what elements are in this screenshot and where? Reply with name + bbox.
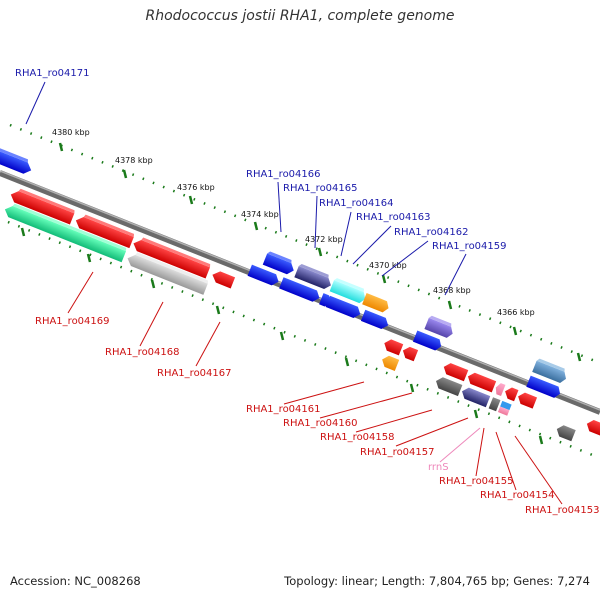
ruler-tick — [381, 274, 387, 284]
callout-line — [139, 301, 164, 347]
ruler-label: 4370 kbp — [369, 261, 407, 270]
ruler-tick — [188, 195, 194, 205]
gene-label-ro04154[interactable]: RHA1_ro04154 — [480, 490, 555, 501]
callout-line — [395, 417, 469, 447]
ruler-label: 4366 kbp — [497, 308, 535, 317]
gene-label-rrnS[interactable]: rrnS — [428, 462, 449, 473]
gene-arrow-ro04159b[interactable] — [412, 330, 443, 352]
gene-arrow-ro04165b[interactable] — [279, 277, 322, 303]
ruler-tick — [279, 331, 285, 341]
ruler-tick — [122, 169, 128, 179]
gene-label-ro04163[interactable]: RHA1_ro04163 — [356, 212, 431, 223]
callout-line — [314, 195, 318, 249]
callout-line — [439, 427, 481, 463]
callout-line — [495, 431, 517, 491]
gene-arrow-ro04153[interactable] — [555, 423, 576, 442]
ruler-tick — [86, 253, 92, 263]
gene-arrow-ro04162[interactable] — [360, 309, 391, 331]
callout-line — [475, 427, 485, 477]
gene-label-ro04155[interactable]: RHA1_ro04155 — [439, 476, 514, 487]
gene-arrow-ro04160[interactable] — [401, 345, 419, 362]
ruler-label: 4380 kbp — [52, 128, 90, 137]
gene-arrow-ro04161[interactable] — [382, 338, 404, 356]
gene-arrow-ro04164[interactable] — [329, 277, 369, 304]
gene-label-ro04161[interactable]: RHA1_ro04161 — [246, 404, 321, 415]
ruler-tick — [215, 305, 221, 315]
callout-line — [283, 381, 365, 405]
ruler-tick — [20, 227, 26, 237]
gene-arrow-right-steel[interactable] — [532, 358, 569, 385]
ruler-tick — [512, 326, 518, 336]
gene-arrow-ro04169b[interactable] — [3, 201, 127, 263]
callout-line — [355, 409, 433, 433]
gene-label-ro04159[interactable]: RHA1_ro04159 — [432, 241, 507, 252]
gene-arrow-ro04158b[interactable] — [460, 386, 491, 408]
gene-arrow-ro04168[interactable] — [74, 212, 135, 249]
gene-arrow-ro04155[interactable] — [503, 386, 519, 402]
gene-label-ro04162[interactable]: RHA1_ro04162 — [394, 227, 469, 238]
gene-label-ro04158[interactable]: RHA1_ro04158 — [320, 432, 395, 443]
gene-label-ro04153[interactable]: RHA1_ro04153 — [525, 505, 600, 516]
gene-label-ro04157[interactable]: RHA1_ro04157 — [360, 447, 435, 458]
gene-label-ro04168[interactable]: RHA1_ro04168 — [105, 347, 180, 358]
gene-arrow-ro04167b[interactable] — [210, 269, 236, 289]
gene-label-ro04160[interactable]: RHA1_ro04160 — [283, 418, 358, 429]
ruler-label: 4368 kbp — [433, 286, 471, 295]
ruler-label: 4376 kbp — [177, 183, 215, 192]
map-title: Rhodococcus jostii RHA1, complete genome — [145, 8, 455, 24]
ruler-tick — [538, 435, 544, 445]
ruler-label: 4378 kbp — [115, 156, 153, 165]
gene-arrow-ro04167[interactable] — [131, 235, 211, 279]
gene-arrow-ro04163[interactable] — [362, 293, 391, 314]
callout-line — [340, 211, 352, 257]
callout-line — [25, 81, 46, 125]
gene-arrow-ro04158[interactable] — [434, 375, 463, 397]
gene-arrow-rrnS[interactable] — [494, 382, 506, 397]
callout-line — [195, 321, 221, 367]
callout-line — [277, 181, 282, 233]
callout-line — [319, 392, 413, 419]
gene-arrow-ro04154[interactable] — [516, 391, 538, 409]
gene-arrow-ro04157b[interactable] — [466, 371, 497, 393]
gene-label-ro04167[interactable]: RHA1_ro04167 — [157, 368, 232, 379]
gene-arrow-right-blue[interactable] — [526, 375, 562, 400]
ruler-tick — [253, 221, 259, 231]
callout-line — [67, 271, 94, 314]
gene-arrow-ro04169[interactable] — [9, 186, 76, 225]
gene-arrow-ro04154b[interactable] — [497, 400, 512, 416]
ruler-tick — [409, 383, 415, 393]
gene-arrow-ro04164b[interactable] — [325, 295, 363, 320]
ruler-tick — [317, 247, 323, 257]
ruler-tick — [576, 352, 582, 362]
gene-label-ro04166[interactable]: RHA1_ro04166 — [246, 169, 321, 180]
gene-arrow-ro04166[interactable] — [262, 251, 297, 276]
gene-arrow-ro04171[interactable] — [0, 147, 35, 176]
ruler-label: 4372 kbp — [305, 235, 343, 244]
callout-line — [444, 253, 467, 296]
gene-arrow-ro04166b[interactable] — [247, 264, 281, 288]
gene-arrow-ro04155b[interactable] — [488, 397, 501, 412]
ruler-tick — [344, 357, 350, 367]
ruler-tick — [58, 142, 64, 152]
ruler-tick — [447, 300, 453, 310]
topology-text: Topology: linear; Length: 7,804,765 bp; … — [284, 574, 590, 588]
ruler-label: 4374 kbp — [241, 210, 279, 219]
gene-arrow-ro04157[interactable] — [442, 361, 469, 382]
gene-label-ro04169[interactable]: RHA1_ro04169 — [35, 316, 110, 327]
gene-arrow-ro04161b[interactable] — [380, 354, 400, 371]
callout-line — [514, 435, 563, 505]
gene-arrow-ro04165[interactable] — [294, 263, 334, 291]
ruler-tick — [150, 279, 156, 289]
callout-line — [352, 225, 392, 265]
gene-arrow-ro04159[interactable] — [424, 315, 456, 339]
gene-label-ro04165[interactable]: RHA1_ro04165 — [283, 183, 358, 194]
ruler-tick — [473, 409, 479, 419]
gene-label-ro04164[interactable]: RHA1_ro04164 — [319, 198, 394, 209]
accession-text: Accession: NC_008268 — [10, 574, 141, 588]
gene-arrow-ro04168b[interactable] — [125, 250, 209, 295]
gene-label-ro04171[interactable]: RHA1_ro04171 — [15, 68, 90, 79]
gene-arrow-ro04153b[interactable] — [585, 418, 600, 437]
callout-line — [381, 240, 429, 277]
